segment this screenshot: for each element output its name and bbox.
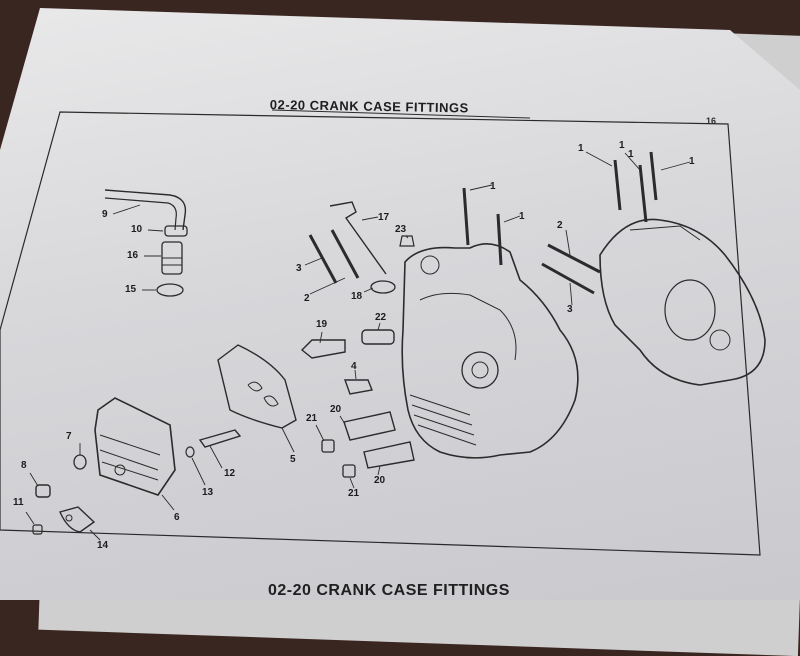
callout-10: 10 (131, 224, 143, 235)
part-20-valve-a (343, 411, 396, 441)
callout-7: 7 (66, 431, 72, 442)
callout-14: 14 (97, 540, 109, 551)
callout-2: 2 (304, 293, 310, 304)
stud-3-left (308, 234, 338, 284)
callout-1: 1 (578, 143, 584, 154)
callout-23: 23 (395, 224, 407, 235)
callout-4: 4 (351, 361, 357, 372)
callout-8: 8 (21, 460, 27, 471)
callout-9: 9 (102, 209, 108, 220)
callout-1: 1 (519, 211, 525, 222)
stud-3-right (541, 262, 595, 295)
stud-1-d (638, 164, 648, 223)
part-4-fitting (344, 379, 373, 395)
callout-19: 19 (316, 319, 328, 330)
photo-scene: 02-20 CRANK CASE FITTINGS 16 02-20 CRANK… (0, 8, 800, 656)
stud-1-b (496, 213, 503, 266)
stud-1-e (649, 151, 658, 201)
crankcase-body (401, 243, 579, 459)
part-13-washer (185, 446, 195, 458)
callout-11: 11 (13, 497, 24, 508)
part-18-oring (370, 280, 396, 294)
part-9-hose (104, 189, 187, 231)
callout-1: 1 (689, 156, 695, 167)
callout-17: 17 (378, 212, 390, 223)
stud-2-right (547, 243, 601, 274)
part-5-gasket (217, 344, 297, 429)
leader-lines (25, 151, 691, 541)
callout-5: 5 (290, 454, 296, 465)
callout-6: 6 (174, 512, 180, 523)
part-21-block-a (321, 439, 335, 453)
page-frame (0, 111, 761, 556)
callout-22: 22 (375, 312, 387, 323)
part-17-dipstick (329, 201, 387, 275)
part-23-screen (399, 235, 415, 247)
callout-16: 16 (127, 250, 139, 261)
part-14-bracket (59, 506, 96, 533)
part-19-valve (300, 339, 346, 359)
callout-15: 15 (125, 284, 137, 295)
callout-2: 2 (557, 220, 563, 231)
callout-20: 20 (374, 475, 386, 486)
part-20-valve-b (363, 441, 415, 469)
stud-1-c (613, 159, 622, 211)
manual-page (0, 8, 800, 600)
callout-21: 21 (306, 413, 318, 424)
callout-21: 21 (348, 488, 360, 499)
callout-1: 1 (619, 140, 625, 151)
part-15-oring (156, 283, 184, 297)
part-10-clip (164, 225, 188, 237)
gear-cover (599, 218, 766, 386)
part-6-cover (94, 397, 176, 496)
part-8-plug (35, 484, 51, 498)
callout-20: 20 (330, 404, 342, 415)
part-22-sleeve (361, 329, 395, 345)
callout-3: 3 (296, 263, 302, 274)
page-number: 16 (706, 116, 717, 126)
part-11-washer (32, 524, 43, 535)
stud-2-left (330, 229, 360, 279)
callout-3: 3 (567, 304, 573, 315)
callout-1: 1 (628, 149, 634, 160)
next-page-title: 02-20 CRANK CASE FITTINGS (268, 582, 510, 599)
part-12-bolt (198, 429, 242, 448)
callout-1: 1 (490, 181, 496, 192)
callout-13: 13 (202, 487, 214, 498)
part-21-block-b (342, 464, 356, 478)
part-7-oring (73, 454, 87, 470)
callout-12: 12 (224, 468, 236, 479)
exploded-parts-diagram (0, 109, 766, 556)
stud-1-a (462, 187, 470, 246)
callout-18: 18 (351, 291, 363, 302)
